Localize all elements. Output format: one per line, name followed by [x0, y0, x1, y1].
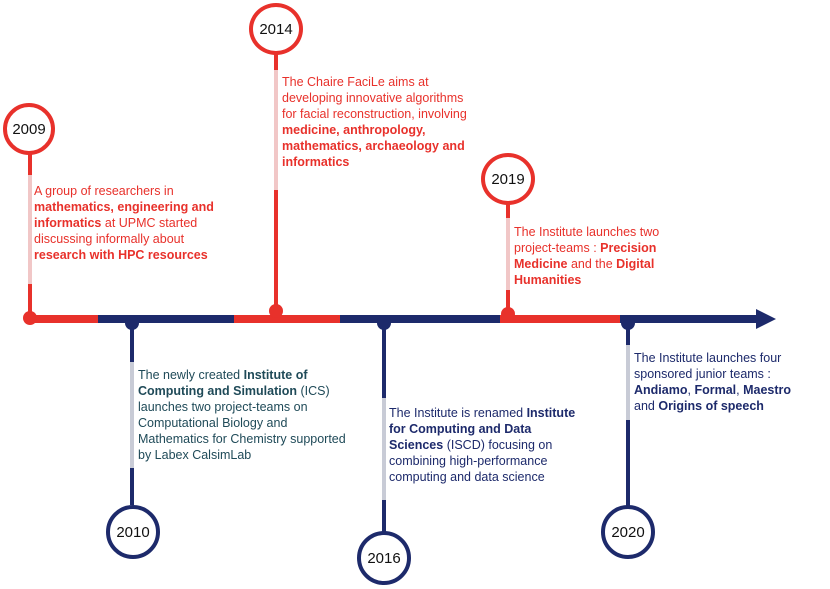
body-text: The newly created	[138, 368, 244, 382]
highlight-text: Precision Medicine	[514, 241, 657, 271]
body-text: (ISCD) focusing on combining high-perfor…	[389, 438, 553, 484]
body-text: A group of researchers in	[34, 184, 174, 198]
highlight-text: research with HPC resources	[34, 248, 208, 262]
highlight-text: Institute for Computing and Data Science…	[389, 406, 576, 452]
dot-2009	[23, 311, 37, 325]
dot-2019	[501, 307, 515, 321]
body-text: The Institute launches two project-teams…	[514, 225, 660, 255]
body-text: ,	[736, 383, 744, 397]
highlight-text: mathematics, engineering and informatics	[34, 200, 214, 230]
event-description-2020: The Institute launches four sponsored ju…	[634, 350, 814, 414]
event-description-2010: The newly created Institute of Computing…	[138, 367, 348, 463]
body-text: The Institute launches four sponsored ju…	[634, 351, 782, 381]
year-label: 2014	[259, 20, 293, 38]
year-label: 2010	[116, 523, 150, 541]
highlight-text: Formal	[694, 383, 737, 397]
body-text: (ICS) launches two project-teams on Comp…	[138, 384, 346, 462]
highlight-text: Origins of speech	[658, 399, 764, 413]
highlight-text: Andiamo	[634, 383, 688, 397]
body-text: ,	[687, 383, 695, 397]
year-label: 2016	[367, 549, 401, 567]
body-text: and the	[567, 257, 617, 271]
highlight-text: medicine, anthropology, mathematics, arc…	[282, 123, 465, 169]
year-label: 2020	[611, 523, 645, 541]
dot-2014	[269, 304, 283, 318]
body-text: The Chaire FaciLe aims at developing inn…	[282, 75, 467, 121]
body-text: and	[634, 399, 659, 413]
year-circle-2016: 2016	[357, 531, 411, 585]
event-description-2016: The Institute is renamed Institute for C…	[389, 405, 589, 485]
event-description-2014: The Chaire FaciLe aims at developing inn…	[282, 74, 467, 170]
event-description-2019: The Institute launches two project-teams…	[514, 224, 692, 288]
year-label: 2019	[491, 170, 525, 188]
year-circle-2014: 2014	[249, 3, 303, 55]
body-text: The Institute is renamed	[389, 406, 527, 420]
year-label: 2009	[12, 120, 46, 138]
year-circle-2019: 2019	[481, 153, 535, 205]
year-circle-2020: 2020	[601, 505, 655, 559]
highlight-text: Maestro	[743, 383, 792, 397]
highlight-text: Institute of Computing and Simulation	[138, 368, 308, 398]
highlight-text: Digital Humanities	[514, 257, 655, 287]
event-description-2009: A group of researchers in mathematics, e…	[34, 183, 224, 263]
axis-arrowhead	[756, 309, 776, 329]
body-text: at UPMC started discussing informally ab…	[34, 216, 198, 246]
year-circle-2010: 2010	[106, 505, 160, 559]
year-circle-2009: 2009	[3, 103, 55, 155]
